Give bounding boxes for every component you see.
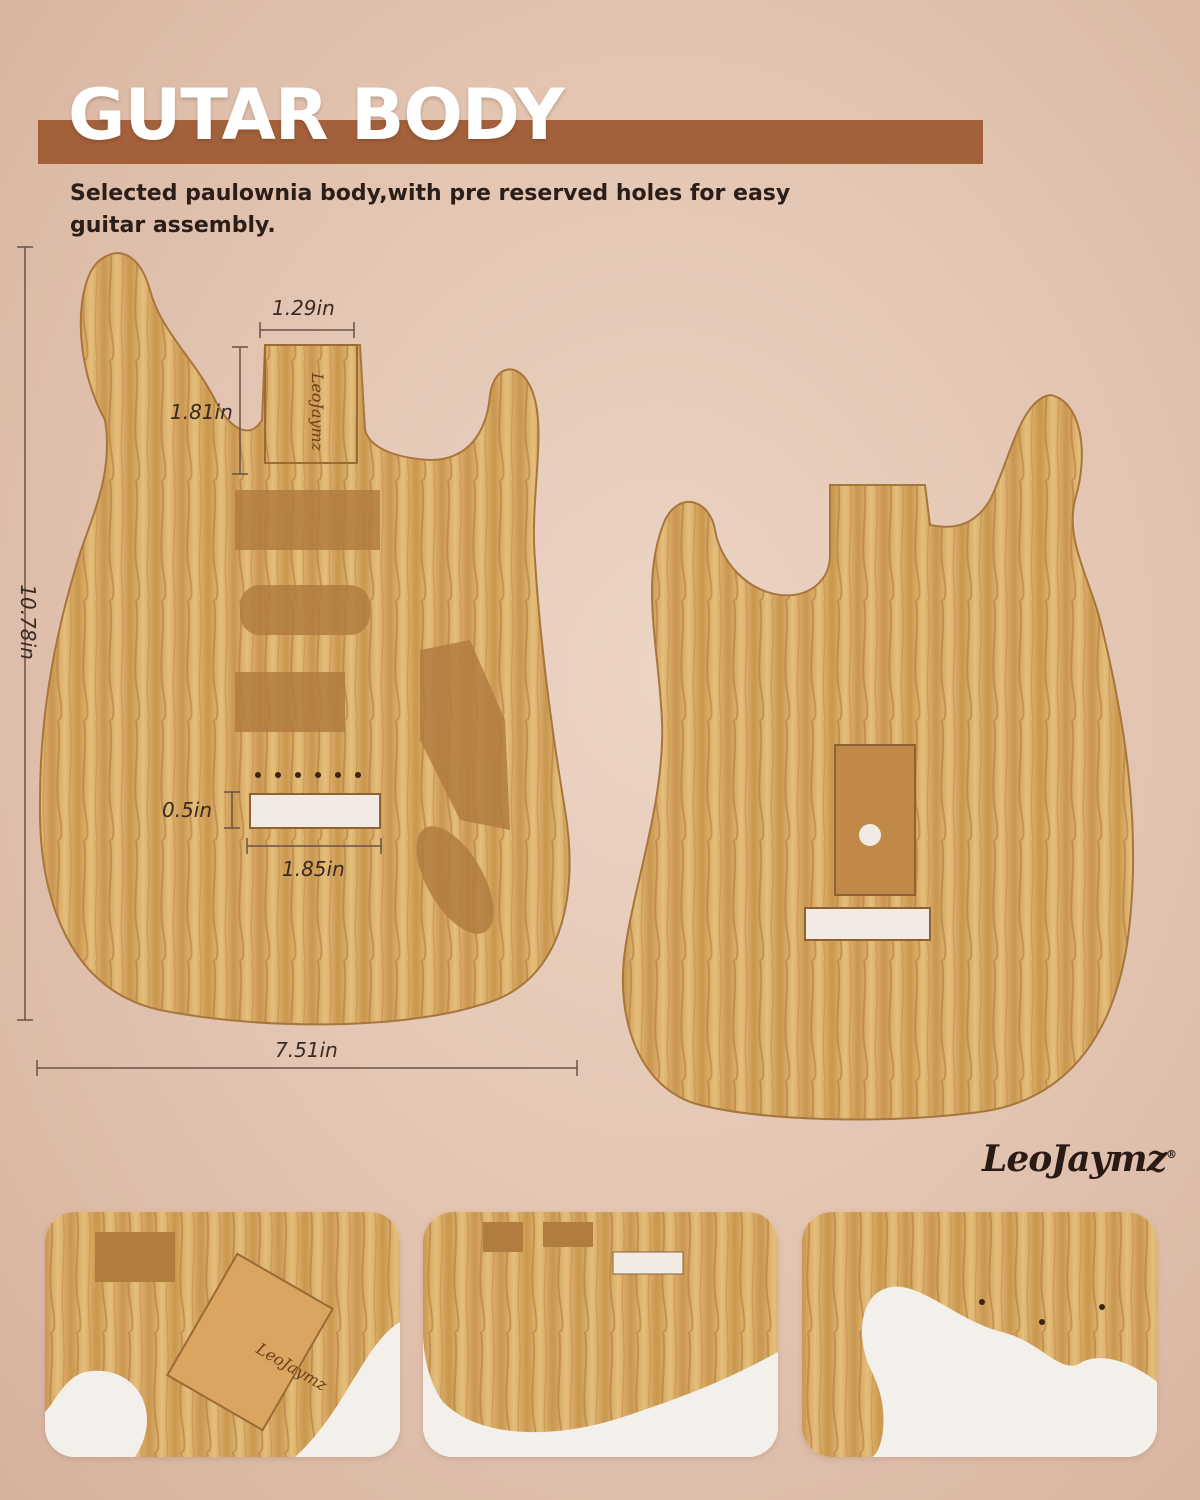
dim-slot-height: 0.5in — [162, 798, 213, 822]
title-bar — [38, 120, 983, 164]
neck-pocket — [264, 344, 358, 464]
neck-pocket-logo: LeoJaymz — [308, 372, 327, 452]
dim-neck-length: 1.81in — [170, 400, 233, 424]
bridge-slot — [249, 793, 381, 829]
dim-body-width: 7.51in — [275, 1038, 338, 1062]
back-guitar-body — [621, 393, 1135, 1121]
page-title: GUTAR BODY — [68, 74, 565, 156]
dim-body-height: 10.78in — [15, 584, 40, 660]
registered-mark: ® — [1166, 1148, 1177, 1161]
brand-logo: LeoJaymz® — [982, 1138, 1177, 1180]
dim-slot-width: 1.85in — [282, 857, 345, 881]
front-guitar-body — [38, 252, 571, 1026]
brand-logo-text: LeoJaymz — [982, 1138, 1167, 1180]
guitar-bodies-illustration: LeoJaymz — [17, 246, 1135, 1121]
dim-neck-width: 1.29in — [272, 296, 335, 320]
spring-slot — [804, 907, 931, 941]
pickup-cavities — [235, 490, 510, 934]
detail-photo-neck-pocket: LeoJaymz — [45, 1212, 400, 1457]
back-hole — [859, 824, 881, 846]
detail-photo-horn — [802, 1212, 1157, 1457]
bridge-holes — [255, 772, 361, 778]
detail-photo-bridge — [423, 1212, 778, 1457]
tremolo-cavity — [834, 744, 916, 896]
page-subtitle: Selected paulownia body,with pre reserve… — [70, 181, 791, 238]
dimension-lines — [17, 246, 578, 1076]
